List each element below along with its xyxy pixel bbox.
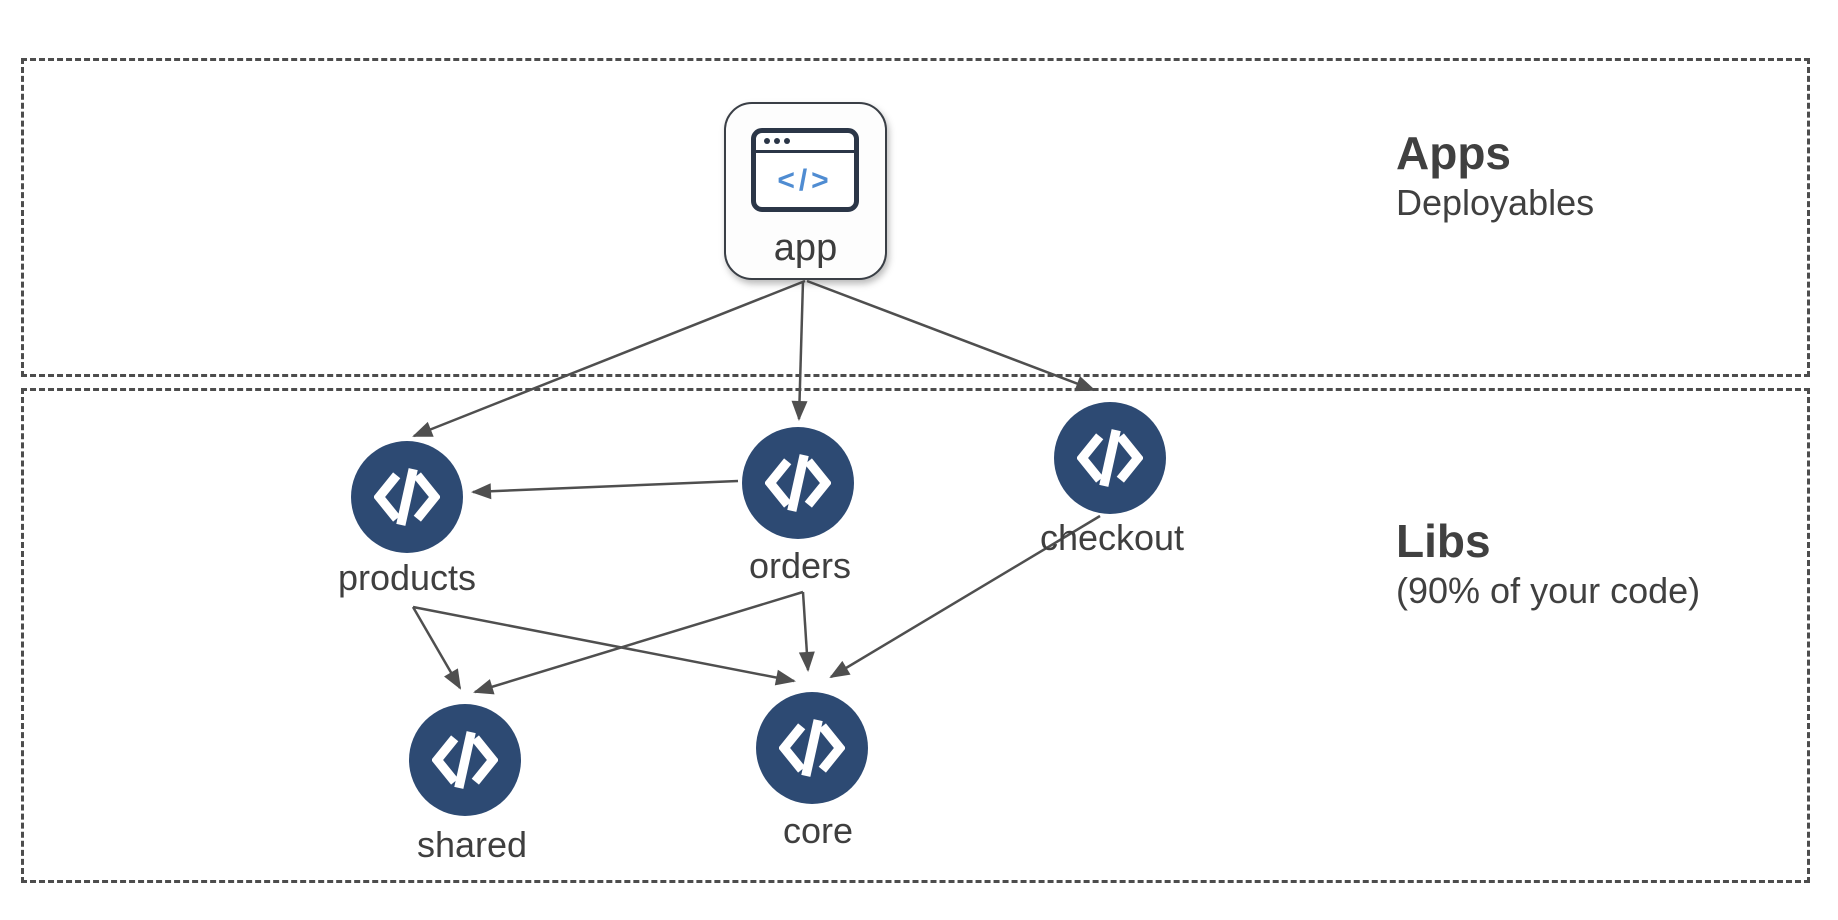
edge-checkout-core [829,514,1101,679]
apps-zone-box [21,58,1810,377]
code-icon [432,731,498,789]
libs-section-label: Libs (90% of your code) [1396,514,1700,614]
code-icon [1077,429,1143,487]
libs-subtitle: (90% of your code) [1396,570,1701,611]
node-orders-label: orders [748,545,852,586]
libs-title: Libs [1396,515,1491,567]
node-checkout-label: checkout [1039,517,1185,558]
edge-app-orders [791,280,808,421]
apps-title: Apps [1396,127,1511,179]
browser-window-icon: </> [751,128,859,212]
node-shared [409,704,521,816]
edge-app-products [412,279,806,438]
browser-toolbar-line [756,150,854,153]
node-shared-label: shared [416,824,528,865]
node-core [756,692,868,804]
browser-dots-icon [764,138,790,144]
apps-section-label: Apps Deployables [1396,126,1594,226]
node-checkout [1054,402,1166,514]
code-icon: </> [777,164,833,197]
node-core-label: core [782,810,854,851]
edge-orders-shared [473,590,804,695]
edge-orders-core [798,591,815,672]
code-icon [779,719,845,777]
edge-products-core [412,605,796,686]
libs-zone-box [21,388,1810,883]
node-app: </> app [724,102,887,280]
node-orders [742,427,854,539]
edge-app-checkout [806,279,1096,392]
edge-products-shared [411,606,462,690]
node-products-label: products [337,557,477,598]
code-icon [374,468,440,526]
code-icon [765,454,831,512]
apps-subtitle: Deployables [1396,182,1595,223]
edge-orders-products [471,479,739,500]
node-app-label: app [773,227,838,269]
node-products [351,441,463,553]
